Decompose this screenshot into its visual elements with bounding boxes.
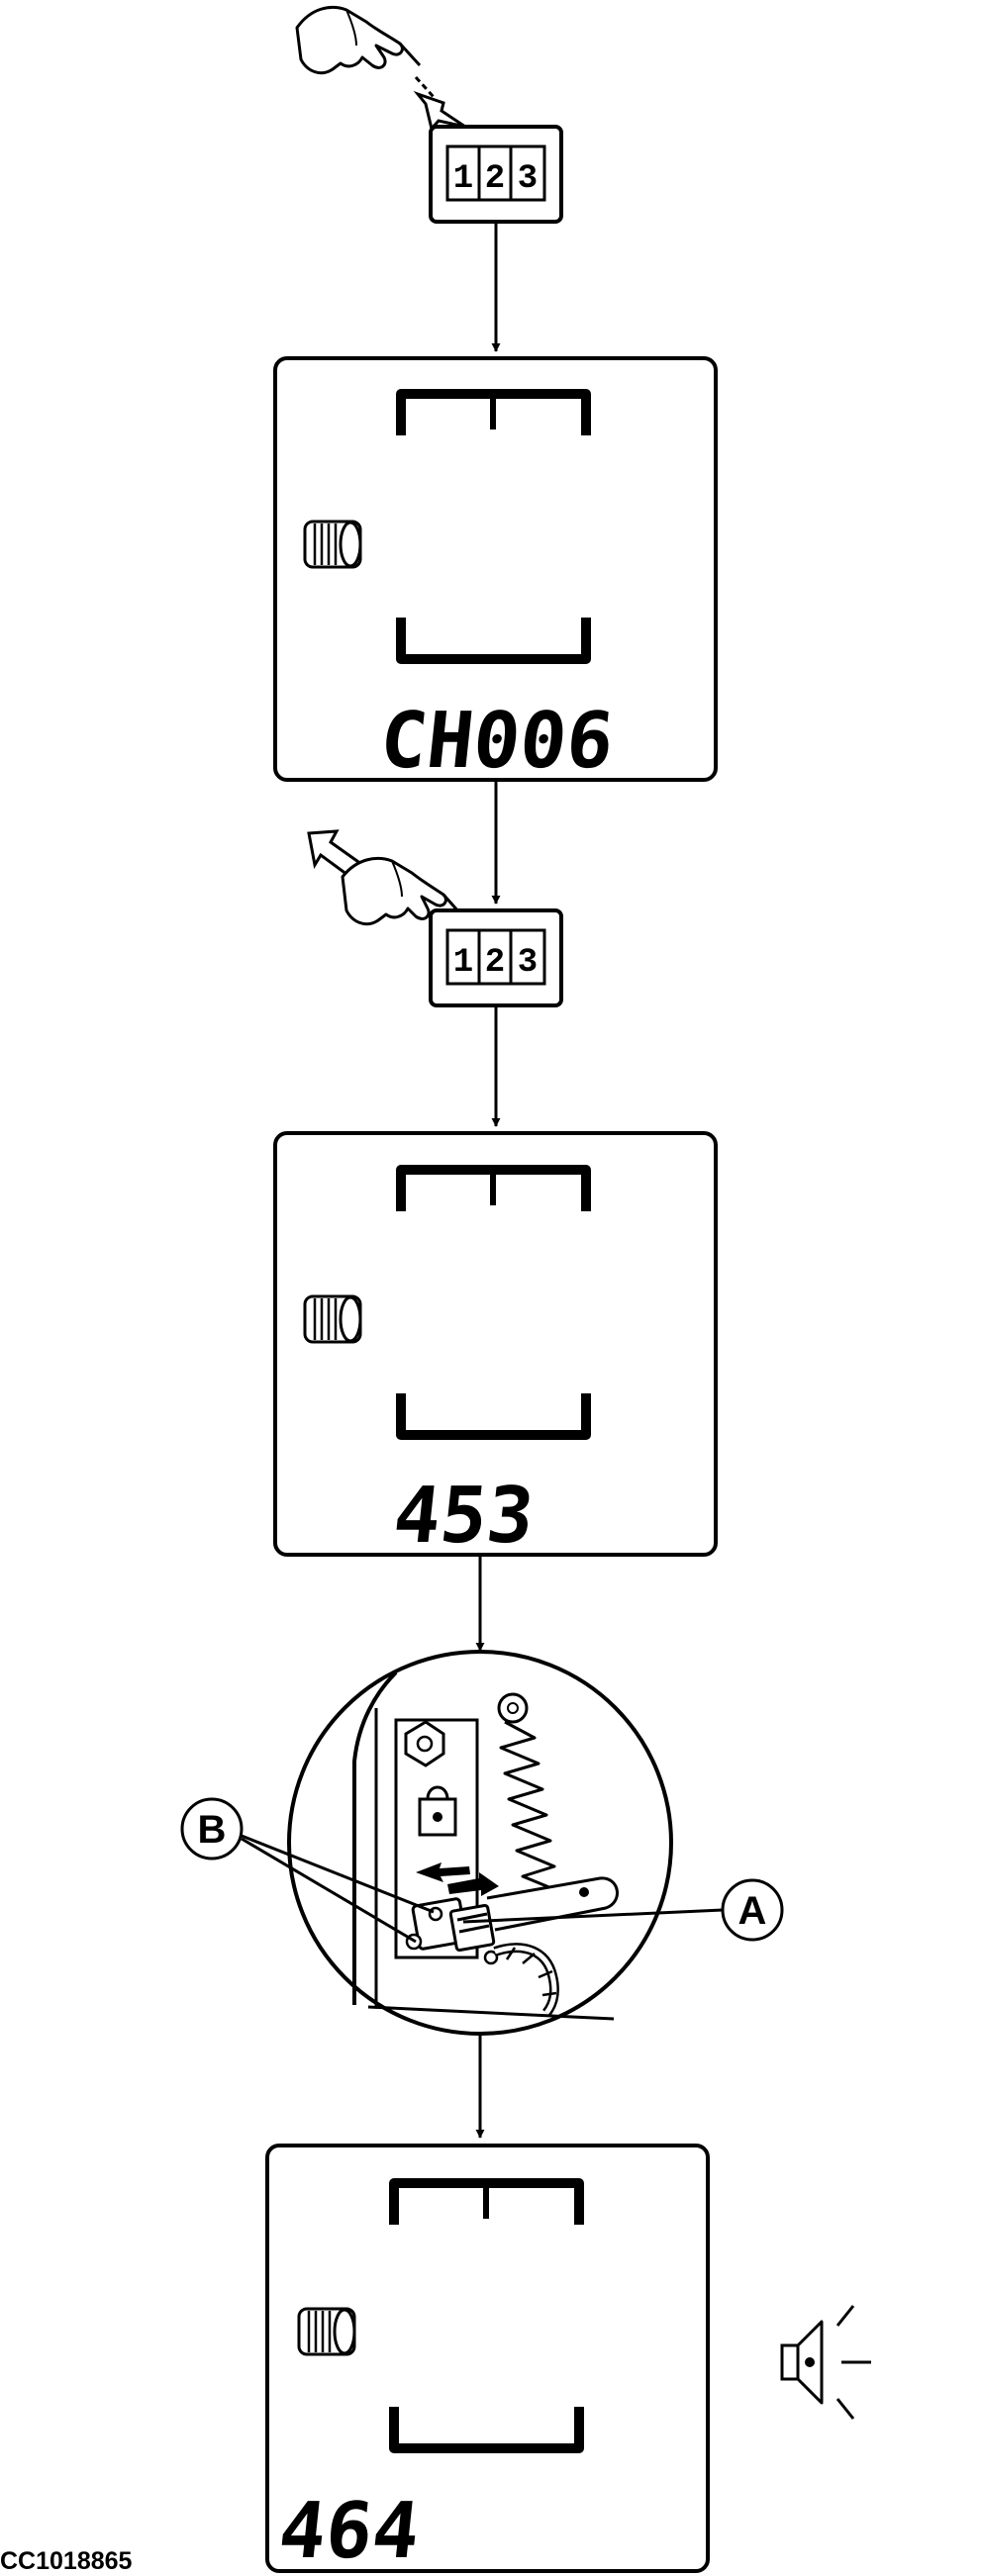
display-panel: 464 bbox=[265, 2144, 710, 2576]
keypad-digit: 3 bbox=[518, 944, 538, 982]
cylinder-icon bbox=[303, 1294, 362, 1344]
display-panel: CH006 bbox=[273, 356, 718, 786]
hand-press-icon bbox=[295, 5, 422, 75]
press-arrow-icon bbox=[413, 75, 466, 133]
cylinder-icon bbox=[303, 520, 362, 569]
display-readout: 453 bbox=[389, 1471, 538, 1561]
keypad-button[interactable]: 1 2 3 bbox=[429, 908, 563, 1007]
callout-b-label: B bbox=[198, 1808, 227, 1852]
electrical-connector bbox=[405, 1897, 499, 1965]
display-readout: 464 bbox=[275, 2486, 424, 2576]
keypad-button[interactable]: 1 2 3 bbox=[429, 125, 563, 224]
callout-a-label: A bbox=[738, 1889, 767, 1933]
keypad-digit: 1 bbox=[453, 160, 473, 198]
keypad-digit: 2 bbox=[485, 160, 505, 198]
callout-a: A bbox=[462, 1878, 784, 1942]
keypad-digit: 3 bbox=[518, 160, 538, 198]
connector-detail-view bbox=[287, 1650, 673, 2036]
cylinder-icon bbox=[297, 2307, 356, 2356]
disconnect-arrow-icon bbox=[416, 1862, 499, 1896]
keypad-digit: 2 bbox=[485, 944, 505, 982]
figure-id: CC1018865 bbox=[0, 2547, 133, 2575]
display-panel: 453 bbox=[273, 1131, 718, 1561]
callout-b: B bbox=[180, 1797, 435, 1944]
keypad-digit: 1 bbox=[453, 944, 473, 982]
display-readout: CH006 bbox=[376, 696, 618, 786]
alarm-speaker-icon bbox=[780, 2305, 871, 2420]
